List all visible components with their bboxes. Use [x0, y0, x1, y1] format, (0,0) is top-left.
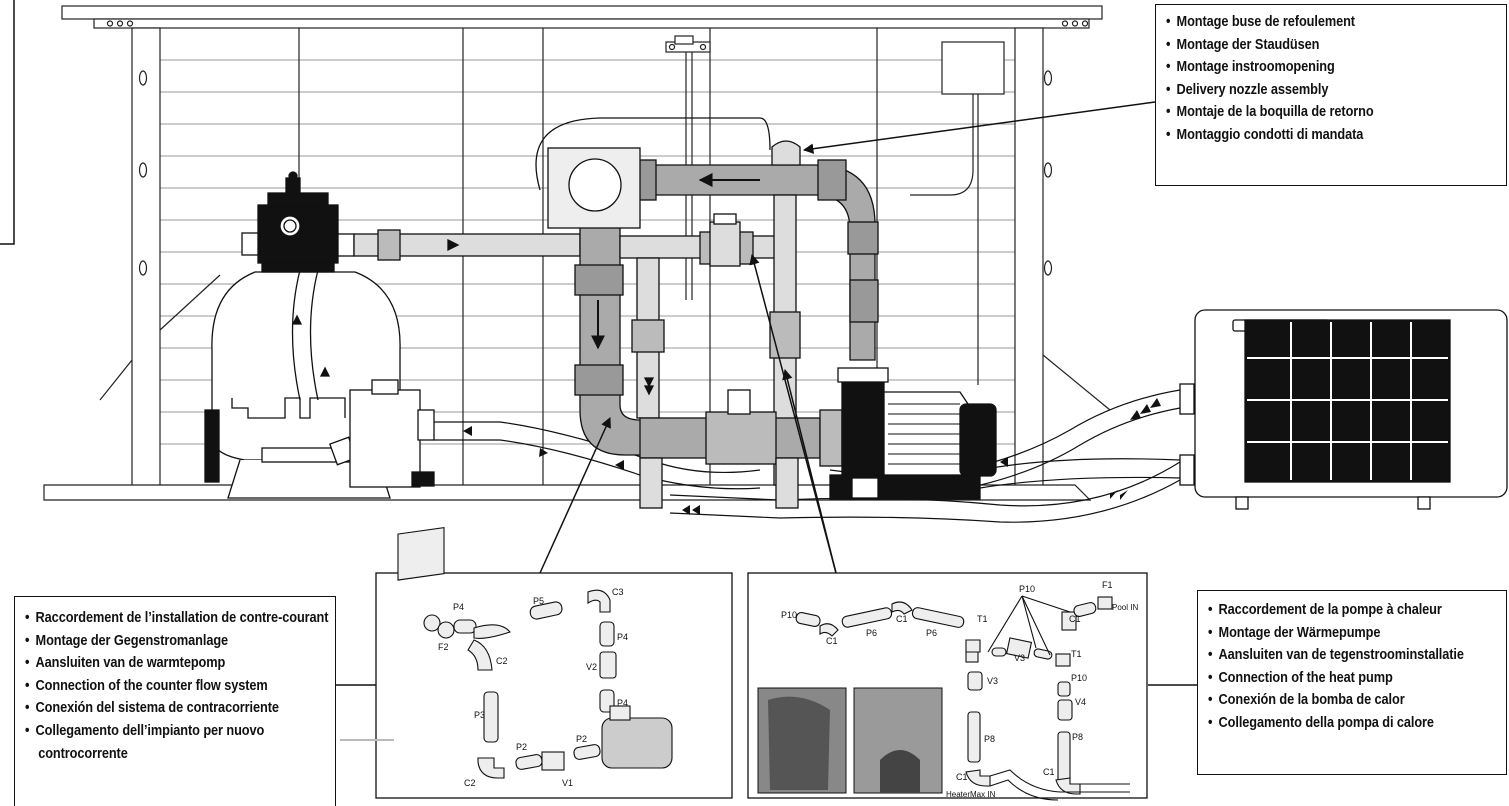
part-label: P10 [1071, 673, 1087, 683]
part-label: F1 [1102, 580, 1113, 590]
exploded-view-heat-pump: P10 C1 P6 C1 P6 T1 P10 F1 Pool IN C1 V3 … [747, 572, 1148, 801]
part-label: Pool IN [1112, 603, 1138, 612]
callout-pointers [336, 101, 1197, 686]
part-label: P2 [516, 742, 527, 752]
part-label: C1 [1069, 614, 1081, 624]
callout-item: Montage instroomopening [1166, 56, 1465, 79]
callout-item: Montage der Wärmepumpe [1208, 622, 1470, 645]
part-label: T1 [1071, 649, 1082, 659]
callout-item: Conexión del sistema de contracorriente [25, 697, 298, 720]
filter-pump [349, 379, 435, 488]
part-label: P10 [1019, 584, 1035, 594]
callout-counter-flow: Raccordement de l’installation de contre… [14, 596, 336, 806]
part-label: C2 [464, 778, 476, 788]
part-label: P4 [617, 698, 628, 708]
callout-item: Montage buse de refoulement [1166, 11, 1465, 34]
counter-current-unit [535, 117, 771, 229]
callout-item: Raccordement de l’installation de contre… [25, 607, 329, 630]
part-label: F2 [438, 642, 449, 652]
callout-item: Aansluiten van de warmtepomp [25, 652, 298, 675]
callout-item: Raccordement de la pompe à chaleur [1208, 599, 1470, 622]
part-label: P6 [926, 628, 937, 638]
part-label: C1 [826, 636, 838, 646]
part-label: T1 [977, 614, 988, 624]
part-label: C1 [896, 614, 908, 624]
heat-pump [1179, 309, 1508, 510]
callout-item: Connection of the counter flow system [25, 675, 298, 698]
part-label: V2 [586, 662, 597, 672]
part-label: P4 [617, 632, 628, 642]
part-label: P8 [1072, 732, 1083, 742]
part-label: P5 [533, 596, 544, 606]
part-label: V1 [562, 778, 573, 788]
part-label: C2 [496, 656, 508, 666]
callout-item: Connection of the heat pump [1208, 667, 1470, 690]
callout-item: Collegamento dell’impianto per nuovo [25, 720, 298, 743]
callout-item: Delivery nozzle assembly [1166, 79, 1465, 102]
part-label: P10 [781, 610, 797, 620]
part-label: P6 [866, 628, 877, 638]
part-label: V4 [1075, 697, 1086, 707]
callout-delivery-nozzle: Montage buse de refoulement Montage der … [1155, 4, 1507, 186]
part-label: V3 [1014, 653, 1025, 663]
callout-item: Montaje de la boquilla de retorno [1166, 101, 1465, 124]
part-label: C3 [612, 587, 624, 597]
callout-item: Montage der Staudüsen [1166, 34, 1465, 57]
callout-heat-pump: Raccordement de la pompe à chaleur Monta… [1197, 590, 1507, 775]
part-label: P8 [984, 734, 995, 744]
part-label: P2 [576, 734, 587, 744]
part-label: C1 [956, 772, 968, 782]
callout-item: controcorrente [38, 745, 128, 762]
callout-item: Aansluiten van de tegenstroominstallatie [1208, 644, 1470, 667]
callout-item: Collegamento della pompa di calore [1208, 712, 1470, 735]
counter-current-pump [829, 367, 997, 500]
exploded-view-counter-flow: P4 P5 C3 P4 F2 C2 V2 P4 P3 C2 P2 P2 V1 [375, 526, 733, 799]
part-label: C1 [1043, 767, 1055, 777]
callout-item: Montaggio condotti di mandata [1166, 124, 1465, 147]
callout-item: Montage der Gegenstromanlage [25, 630, 298, 653]
callout-item: Conexión de la bomba de calor [1208, 689, 1470, 712]
callout-list: Raccordement de la pompe à chaleur Monta… [1208, 599, 1506, 735]
part-label: HeaterMax IN [946, 790, 996, 799]
part-label: P4 [453, 602, 464, 612]
callout-list: Montage buse de refoulement Montage der … [1166, 11, 1506, 147]
leader-line-top-left [0, 0, 15, 245]
part-label: V3 [987, 676, 998, 686]
callout-list: Raccordement de l’installation de contre… [25, 607, 335, 765]
hose-flow-arrows [463, 398, 1161, 515]
part-label: P3 [474, 710, 485, 720]
